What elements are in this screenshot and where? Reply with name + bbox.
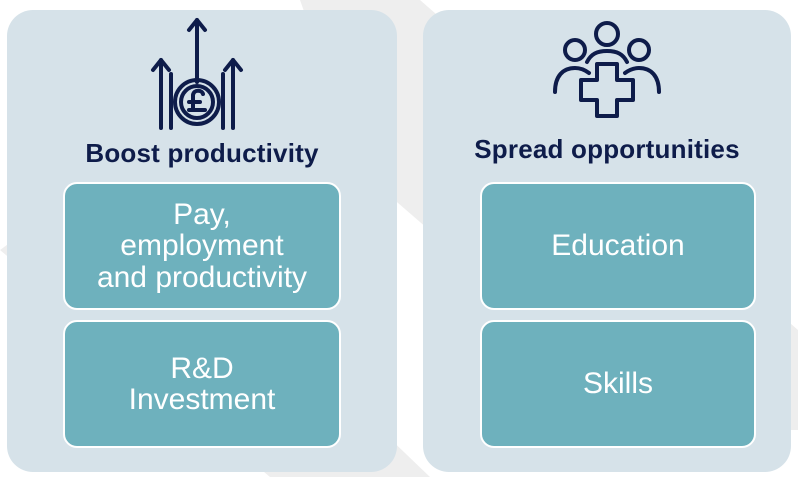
tile-label: Skills xyxy=(582,367,653,401)
tile-label: Pay, employment and productivity xyxy=(96,197,308,294)
people-medical-cross-icon xyxy=(553,21,661,118)
boost-productivity-panel: Boost productivity Pay, employment and p… xyxy=(7,10,397,472)
spread-opportunities-panel: Spread opportunities Education Skills xyxy=(423,10,791,472)
panel-title: Spread opportunities xyxy=(474,134,740,164)
tile-label: R&D Investment xyxy=(128,351,276,416)
panel-title: Boost productivity xyxy=(85,138,319,168)
tile-pay-employment-productivity[interactable]: Pay, employment and productivity xyxy=(63,182,341,310)
tile-rd-investment[interactable]: R&D Investment xyxy=(63,320,341,448)
tile-skills[interactable]: Skills xyxy=(480,320,756,448)
pound-growth-arrows-icon xyxy=(151,18,243,130)
tile-label: Education xyxy=(551,229,685,263)
tile-education[interactable]: Education xyxy=(480,182,756,310)
